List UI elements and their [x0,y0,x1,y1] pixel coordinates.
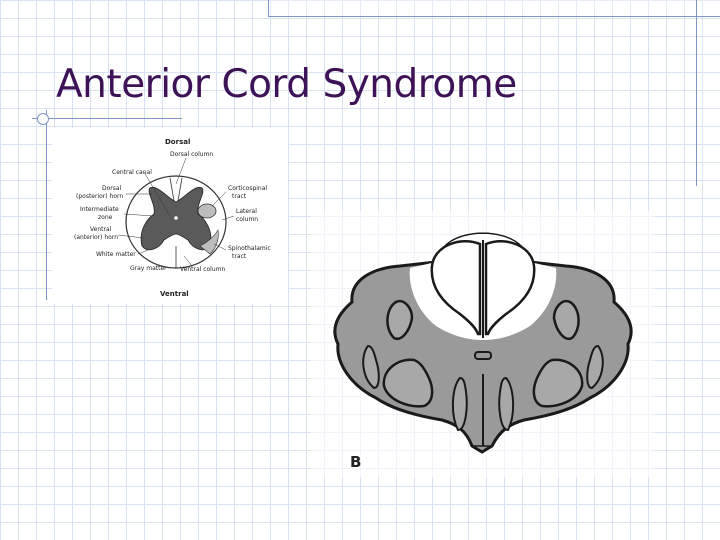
central-canal [474,351,492,360]
corticospinal-label-1: Corticospinal [228,185,267,192]
left-dorsal-column [430,239,482,336]
spinal-cord-labeled-diagram: Dorsal Ventral Central canal Dorsal (pos… [52,128,288,304]
spinothalamic-label-2: tract [232,253,247,260]
ventral-label: Ventral [160,290,189,298]
frame-circle-ornament [37,113,49,125]
left-callout-labels: Central canal Dorsal (posterior) horn In… [74,169,171,272]
frame-left-line [46,110,47,300]
right-ventral-horn [532,358,584,408]
left-ventral-horn [382,358,434,408]
spinothalamic-label-1: Spinothalamic [228,245,271,252]
gray-matter-label: Gray matter [130,265,167,272]
frame-title-underline [32,118,182,119]
dorsal-label: Dorsal [165,138,190,146]
right-lateral-tract [586,344,604,390]
ventral-horn-label-1: Ventral [90,226,112,233]
right-ventral-column [498,376,514,432]
ventral-column-label: Ventral column [180,266,225,273]
white-matter-label: White matter [96,251,136,258]
left-ventral-column [452,376,468,432]
cord-cross-section [125,175,227,269]
central-canal-label: Central canal [112,169,152,176]
intermediate-zone-label-1: Intermediate [80,206,119,213]
left-dorsal-horn [386,299,414,341]
left-lateral-tract [362,344,380,390]
lateral-column-label-2: column [236,216,258,223]
right-dorsal-column [484,239,536,336]
right-callout-labels: Dorsal column Corticospinal tract Latera… [170,151,271,273]
anterior-cord-lesion-diagram: B [310,210,655,478]
ventral-horn-label-2: (anterior) horn [74,234,118,241]
right-dorsal-horn [552,299,580,341]
slide-title: Anterior Cord Syndrome [56,62,517,107]
frame-right-line [696,0,697,186]
dorsal-horn-label-1: Dorsal [102,185,122,192]
intermediate-zone-label-2: zone [98,214,113,221]
panel-label-b: B [350,453,361,471]
corticospinal-label-2: tract [232,193,247,200]
lateral-column-label-1: Lateral [236,208,257,215]
dorsal-column-label: Dorsal column [170,151,213,158]
frame-top-bar [268,0,720,17]
dorsal-horn-label-2: (posterior) horn [76,193,123,200]
